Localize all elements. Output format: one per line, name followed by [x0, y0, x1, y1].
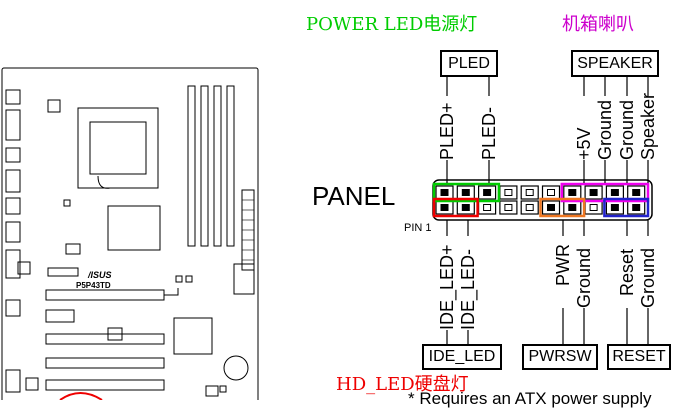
- bottom-leader-lines: [446, 220, 649, 344]
- top-leader-lines: [446, 76, 649, 183]
- pin-cell: [520, 185, 539, 200]
- pin-cell: [541, 185, 561, 200]
- southbridge-chip: [173, 317, 213, 355]
- pin-filled: [547, 204, 555, 211]
- reset-pin-group: [603, 197, 650, 218]
- pin-empty: [483, 204, 492, 211]
- atx-footnote: * Requires an ATX power supply: [408, 389, 652, 408]
- pin-filled: [461, 189, 470, 196]
- pin-filled: [440, 189, 449, 196]
- pin-filled: [483, 189, 492, 196]
- pin-label-pwr: PWR: [553, 244, 573, 286]
- cmos-battery: [223, 355, 249, 381]
- pin-label-reset: Reset: [617, 248, 637, 296]
- pin-label-speaker: Speaker: [638, 92, 658, 160]
- pin-label-ground-2: Ground: [617, 99, 637, 160]
- pin-filled: [440, 204, 449, 211]
- pin-filled: [610, 204, 619, 211]
- pin-cell: [584, 200, 603, 215]
- pin-filled: [589, 189, 598, 196]
- pin-filled: [568, 204, 577, 211]
- ram-slot-4: [226, 85, 235, 247]
- pin-empty: [504, 189, 513, 196]
- pin-filled: [632, 189, 641, 196]
- pin-label-pled-plus: PLED+: [437, 102, 457, 160]
- pin-label-ground-3: Ground: [574, 247, 594, 308]
- pin-empty: [525, 189, 534, 196]
- pin-empty: [547, 189, 555, 196]
- board-outline: [1, 67, 259, 400]
- pin-header: [432, 179, 653, 221]
- pin-filled: [461, 204, 470, 211]
- pin-cell: [520, 200, 539, 215]
- pin-cell: [499, 200, 518, 215]
- pin1-label: PIN 1: [404, 222, 432, 234]
- ram-slot-1: [187, 85, 196, 247]
- speaker-box: SPEAKER: [571, 50, 659, 77]
- pin-filled: [610, 189, 619, 196]
- pin-filled: [632, 204, 641, 211]
- power-led-chinese-label: POWER LED电源灯: [306, 14, 478, 35]
- pin-label-ground-4: Ground: [638, 247, 658, 308]
- ram-slot-3: [213, 85, 222, 247]
- panel-location-marker: [59, 392, 103, 400]
- pin-label-ide-led-plus: IDE_LED+: [437, 244, 457, 330]
- hd-led-chinese-label: HD_LED硬盘灯: [336, 374, 469, 395]
- pwrsw-pin-group: [539, 197, 586, 218]
- motherboard-illustration: [1, 67, 259, 400]
- panel-title: PANEL: [312, 181, 396, 211]
- pin-empty: [525, 204, 534, 211]
- ide-led-box: IDE_LED: [422, 344, 502, 370]
- board-model-label: P5P43TD: [76, 281, 111, 290]
- pin-filled: [568, 189, 577, 196]
- pled-pin-group: [432, 182, 501, 203]
- speaker-chinese-label: 机箱喇叭: [562, 14, 634, 35]
- pwrsw-box: PWRSW: [522, 344, 598, 370]
- pin-label-plus5v: +5V: [574, 127, 594, 160]
- pin-empty: [504, 204, 513, 211]
- pin-label-ground-1: Ground: [595, 99, 615, 160]
- pin-cell: [499, 185, 518, 200]
- pin-label-pled-minus: PLED-: [479, 106, 499, 160]
- pin-empty: [589, 204, 598, 211]
- ram-slot-2: [200, 85, 209, 247]
- pin-cell: [478, 200, 497, 215]
- ide-led-pin-group: [432, 197, 479, 218]
- reset-box: RESET: [607, 344, 671, 370]
- northbridge-chip: [107, 205, 161, 251]
- pin-label-ide-led-minus: IDE_LED-: [458, 248, 478, 330]
- pled-box: PLED: [440, 50, 498, 77]
- board-brand-logo: /ISUS: [88, 270, 112, 280]
